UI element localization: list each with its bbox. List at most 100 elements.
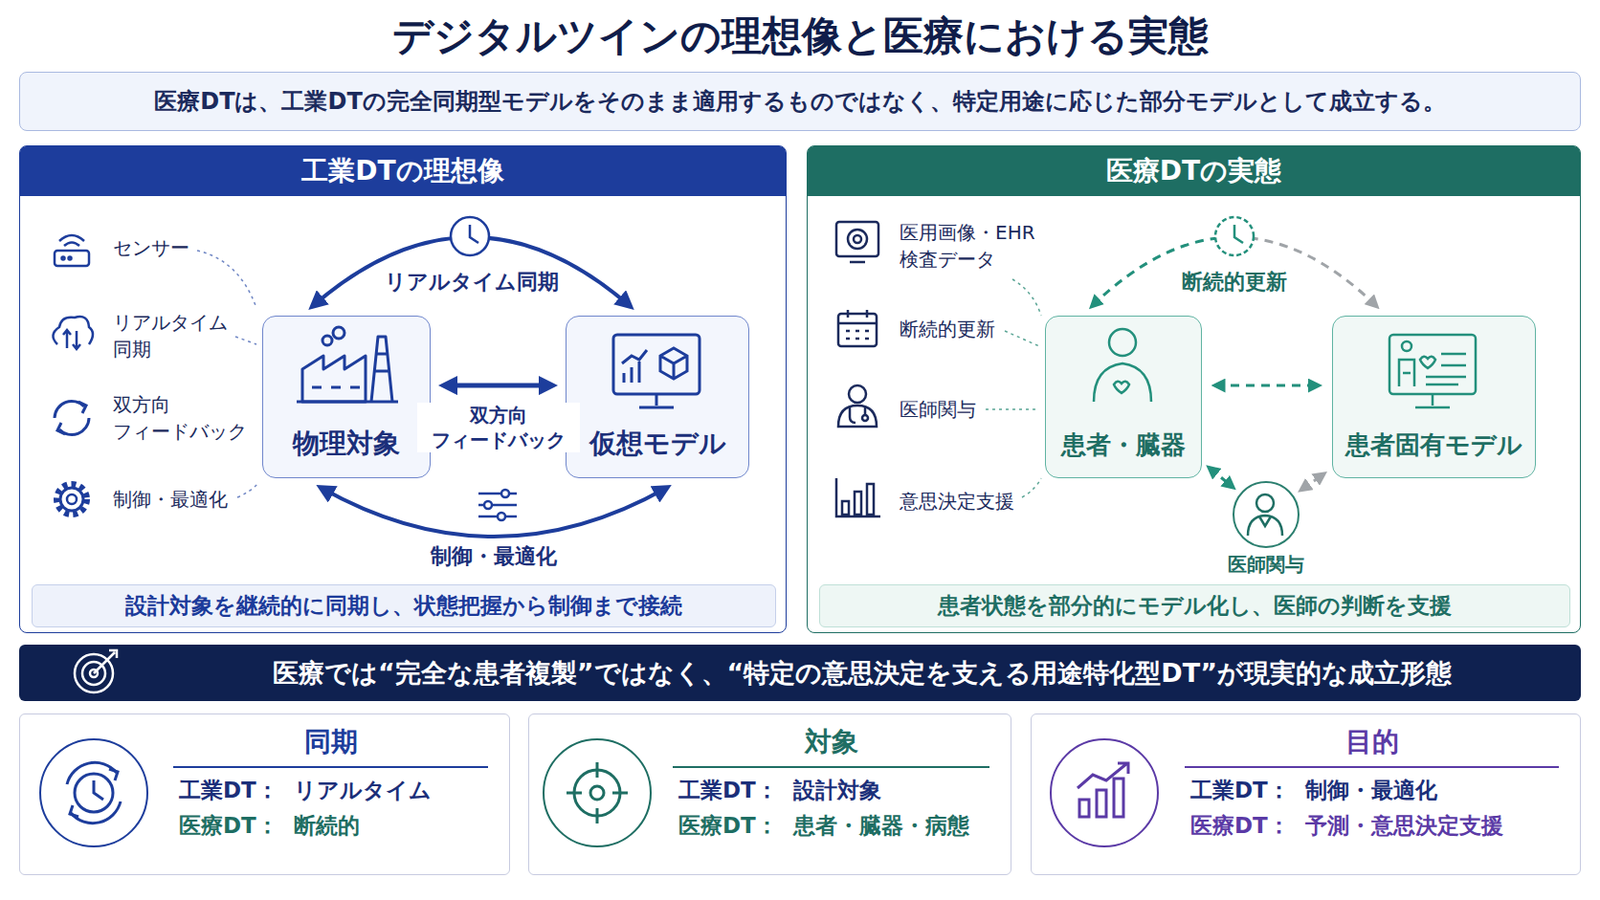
clock-icon-part [1234, 224, 1244, 244]
leader-line-part [1012, 279, 1042, 316]
comparison-card: 同期工業DT：リアルタイム医療DT：断続的 [19, 713, 511, 876]
factory-icon-part [302, 355, 366, 402]
chart-icon [836, 478, 881, 517]
row-label: 工業DT： [1190, 776, 1290, 806]
target-icon [74, 650, 117, 693]
sync-card-icon-part [66, 762, 121, 823]
sync-card-icon-part [69, 769, 118, 818]
conclusion: 医療では“完全な患者複製”ではなく、“特定の意思決定を支える用途特化型DT”が現… [272, 656, 1452, 691]
doctor-circle-node: 医師関与 [1213, 481, 1319, 578]
growth-card-icon-part [1113, 778, 1124, 818]
sync-card-icon-part [40, 739, 148, 847]
box-label: 物理対象 [292, 425, 400, 463]
doctor-figure-part [1247, 515, 1283, 536]
leader-line [985, 279, 1042, 498]
doctor-figure-part [1256, 494, 1274, 512]
banner: 医療では“完全な患者複製”ではなく、“特定の意思決定を支える用途特化型DT”が現… [19, 644, 1581, 702]
row-label: 医療DT： [1190, 811, 1290, 842]
legend-label: 断続的更新 [899, 315, 996, 343]
legend-label: 意思決定支援 [899, 488, 1015, 515]
monitor-icon-part [622, 350, 647, 383]
connector-line [1209, 467, 1234, 488]
target-icon-part [74, 654, 113, 693]
leader-line-part [235, 336, 257, 345]
chart-icon-part [854, 491, 862, 515]
calendar-icon-part [845, 331, 869, 339]
connector-line [1091, 237, 1235, 307]
growth-card-icon-part [1050, 739, 1158, 847]
doctor-icon-part [849, 407, 866, 423]
row-value: 予測・意思決定支援 [1305, 811, 1504, 842]
card-heading: 同期 [173, 724, 489, 769]
crosshair-card-icon-part [574, 770, 621, 817]
patient-icon [1093, 329, 1152, 402]
row-label: 工業DT： [678, 776, 778, 806]
model-monitor-icon-part [1415, 394, 1450, 408]
chart-icon-part [836, 478, 881, 517]
doctor-icon-part [848, 385, 867, 403]
clock-icon-part [450, 217, 489, 256]
row-value: 患者・臓器・病態 [793, 811, 970, 842]
monitor-icon-part [660, 348, 688, 379]
process-box: 物理対象 [262, 315, 431, 479]
legend-label: リアルタイム 同期 [112, 309, 247, 363]
model-monitor-icon-part [1389, 334, 1476, 395]
card-body: 目的工業DT：制御・最適化医療DT：予測・意思決定支援 [1184, 724, 1559, 842]
connector-line [321, 488, 667, 537]
card-body: 対象工業DT：設計対象医療DT：患者・臓器・病態 [672, 724, 990, 842]
crosshair-card-icon-part [566, 762, 628, 824]
connector-arc [1091, 237, 1377, 307]
process-box: 患者・臓器 [1044, 315, 1202, 479]
box-label: 患者・臓器 [1061, 428, 1186, 463]
slider-icon-part [478, 493, 517, 517]
summary-box: 患者状態を部分的にモデル化し、医師の判断を支援 [819, 584, 1571, 628]
chart-icon-part [866, 484, 874, 515]
cloud-sync-icon-part [63, 330, 81, 350]
crosshair-card-icon [543, 739, 651, 847]
row-label: 医療DT： [178, 811, 279, 842]
cycle-icon-part [54, 400, 85, 419]
factory-icon-part [371, 336, 393, 402]
title: デジタルツインの理想像と医療における実態 [0, 9, 1600, 64]
row-label: 医療DT： [678, 811, 778, 842]
legend-label: 医用画像・EHR 検査データ [899, 219, 1072, 273]
monitor-icon-part [639, 394, 674, 408]
comparison-card: 目的工業DT：制御・最適化医療DT：予測・意思決定支援 [1030, 713, 1581, 876]
panel-title: 工業DTの理想像 [301, 153, 504, 190]
panel-header: 医療DTの実態 [807, 146, 1580, 197]
monitor-icon [613, 334, 700, 408]
slider-icon [478, 489, 517, 521]
summary-text: 設計対象を継続的に同期し、状態把握から制御まで接続 [125, 591, 683, 622]
panel: 工業DTの理想像物理対象 仮想モデル設計対象を継続的に同期し、状態把握から制御まで… [19, 145, 787, 634]
legend-label: 医師関与 [899, 396, 977, 423]
doctor-figure [1247, 494, 1283, 536]
leader-line-part [237, 483, 259, 498]
clock-icon-part [469, 224, 479, 244]
scan-monitor-icon [836, 222, 879, 263]
model-monitor-icon-part [1399, 359, 1415, 387]
slider-icon-part [484, 501, 492, 510]
process-box: 仮想モデル [565, 315, 750, 479]
panel-title: 医療DTの実態 [1106, 153, 1282, 190]
patient-icon-part [1113, 381, 1130, 394]
row-value: 設計対象 [793, 776, 970, 806]
connector-line [1301, 474, 1325, 491]
factory-icon [296, 327, 399, 402]
legend-label: 制御・最適化 [112, 486, 228, 513]
doctor-circle [1232, 481, 1300, 549]
model-monitor-icon-part [1420, 356, 1436, 369]
legend-label: センサー [112, 234, 190, 262]
banner: 医療DTは、工業DTの完全同期型モデルをそのまま適用するものではなく、特定用途に… [19, 71, 1581, 132]
leader-line-part [1004, 331, 1040, 347]
doctor-icon [838, 385, 877, 427]
slider-icon-part [497, 512, 506, 521]
cycle-icon [54, 400, 89, 435]
growth-card-icon-part [1079, 800, 1089, 818]
connector-line [312, 237, 630, 307]
cloud-sync-icon [52, 316, 93, 350]
slider-icon-part [501, 489, 510, 498]
crosshair-card-icon-part [590, 786, 604, 800]
model-monitor-icon-part [1425, 354, 1467, 385]
calendar-icon [838, 310, 877, 347]
sensor-icon-part [54, 250, 89, 267]
